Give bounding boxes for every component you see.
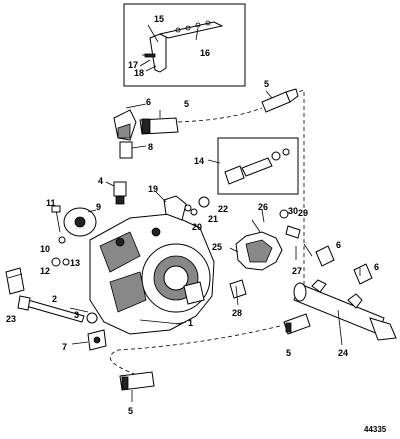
callout-19: 19	[148, 184, 158, 194]
callout-2: 2	[52, 294, 57, 304]
figure-number: 44335	[364, 425, 387, 434]
sensor-elbow-assembly	[113, 103, 179, 159]
callout-24: 24	[338, 348, 348, 358]
callout-18: 18	[134, 68, 144, 78]
callout-13: 13	[70, 258, 80, 268]
callout-30: 30	[288, 206, 298, 216]
callout-6-right: 6	[374, 262, 379, 272]
callout-9: 9	[96, 202, 101, 212]
callout-5-top-right: 5	[264, 79, 269, 89]
callout-1: 1	[188, 318, 193, 328]
leader-lines	[175, 209, 361, 346]
callout-6-upper: 6	[146, 97, 151, 107]
wire-harness-dashed	[109, 89, 305, 377]
inset-box-top	[123, 3, 246, 87]
sensor-5-top	[261, 88, 299, 113]
callout-21: 21	[208, 214, 218, 224]
callout-15: 15	[154, 14, 164, 24]
callout-labels: 15 16 17 18 5 6 5 8 14 4 19 11 9 22 21 2…	[6, 14, 387, 434]
callout-20: 20	[192, 222, 202, 232]
callout-4: 4	[98, 176, 103, 186]
switch-4	[105, 181, 127, 205]
callout-16: 16	[200, 48, 210, 58]
clamp-assembly	[229, 209, 301, 299]
callout-27: 27	[292, 266, 302, 276]
plug-23	[5, 267, 25, 295]
fitting-7	[71, 329, 107, 351]
callout-6-middle-right: 6	[336, 240, 341, 250]
callout-3: 3	[74, 310, 79, 320]
callout-8: 8	[148, 142, 153, 152]
cooler-24	[293, 245, 397, 341]
callout-28: 28	[232, 308, 242, 318]
bracket-19	[155, 191, 210, 221]
callout-29: 29	[298, 208, 308, 218]
callout-22: 22	[218, 204, 228, 214]
callout-5-right: 5	[286, 348, 291, 358]
flange-9	[63, 207, 97, 237]
sensor-5-right	[283, 313, 311, 335]
callout-5-upper: 5	[184, 99, 189, 109]
callout-11: 11	[46, 198, 56, 208]
transmission-housing	[89, 213, 215, 335]
callout-12: 12	[40, 266, 50, 276]
callout-5-bottom: 5	[128, 406, 133, 416]
callout-14: 14	[194, 156, 204, 166]
callout-17: 17	[128, 60, 138, 70]
callout-26: 26	[258, 202, 268, 212]
callout-25: 25	[212, 242, 222, 252]
hardware-left	[17, 205, 98, 324]
callout-10: 10	[40, 244, 50, 254]
callout-7: 7	[62, 342, 67, 352]
sensor-5-bottom	[119, 371, 155, 402]
inset-box-14	[207, 137, 299, 195]
callout-23: 23	[6, 314, 16, 324]
